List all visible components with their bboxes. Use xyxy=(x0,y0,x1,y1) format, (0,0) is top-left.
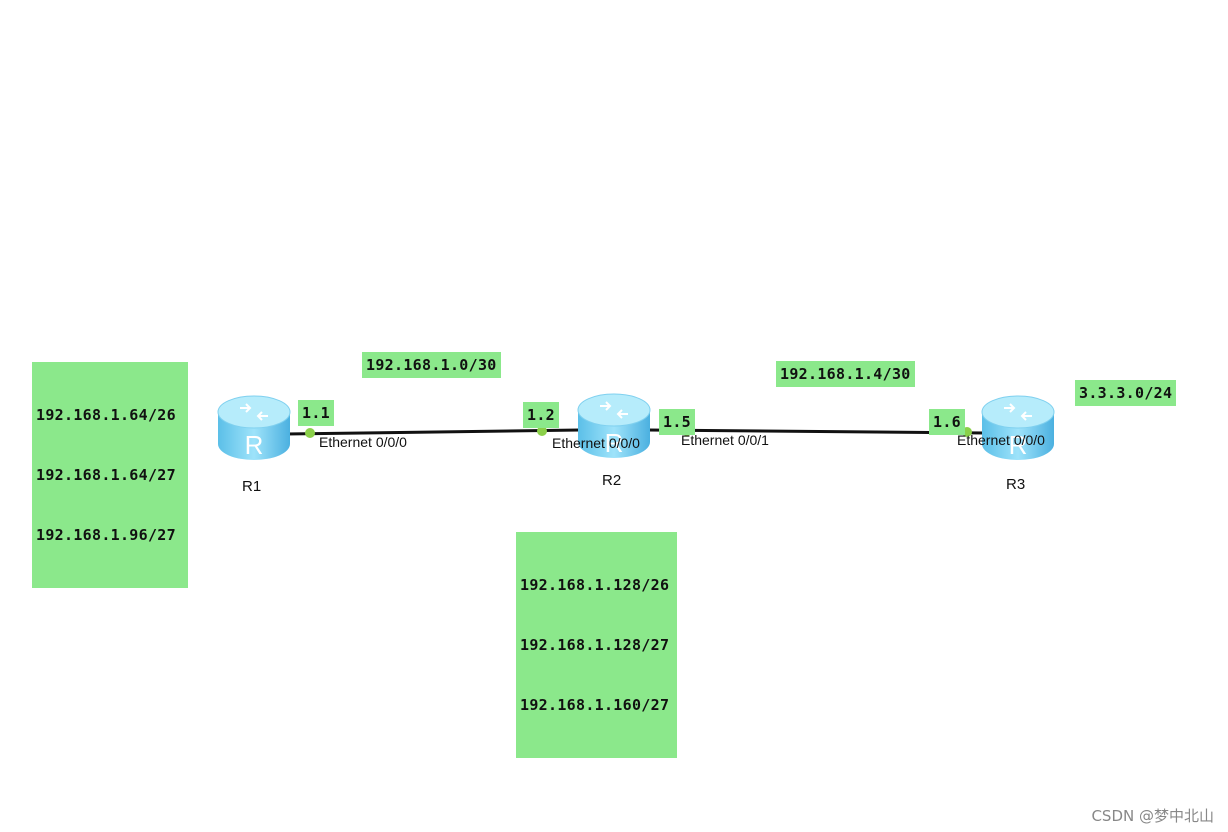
r2-network-2: 192.168.1.128/27 xyxy=(520,636,670,654)
r2-network-1: 192.168.1.128/26 xyxy=(520,576,670,594)
r1-ip-label: 1.1 xyxy=(298,400,334,426)
router-r3-icon[interactable]: R xyxy=(980,394,1056,464)
link-r1-r2[interactable] xyxy=(285,428,581,436)
r2-e000-interface-label: Ethernet 0/0/0 xyxy=(552,435,640,451)
router-r3-name: R3 xyxy=(1006,476,1026,493)
link1-subnet-label: 192.168.1.0/30 xyxy=(362,352,501,378)
link2-subnet-label: 192.168.1.4/30 xyxy=(776,361,915,387)
link-r2-r3[interactable] xyxy=(647,428,986,435)
port-dot-r1-e000 xyxy=(305,428,315,438)
router-r1-name: R1 xyxy=(242,478,262,495)
r1-network-1: 192.168.1.64/26 xyxy=(36,406,176,424)
svg-text:R: R xyxy=(1009,430,1028,460)
router-r1-icon[interactable]: R xyxy=(216,394,292,464)
r2-networks-box: 192.168.1.128/26 192.168.1.128/27 192.16… xyxy=(516,532,678,758)
r1-networks-box: 192.168.1.64/26 192.168.1.64/27 192.168.… xyxy=(32,362,188,588)
r2-ip-e001-label: 1.5 xyxy=(659,409,695,435)
port-dot-r2-e000 xyxy=(537,426,547,436)
r3-ip-label: 1.6 xyxy=(929,409,965,435)
r2-network-3: 192.168.1.160/27 xyxy=(520,696,670,714)
r2-ip-e000-label: 1.2 xyxy=(523,402,559,428)
r1-interface-label: Ethernet 0/0/0 xyxy=(319,434,407,450)
r3-interface-label: Ethernet 0/0/0 xyxy=(957,432,1045,448)
watermark: CSDN @梦中北山 xyxy=(1091,807,1214,825)
port-dot-r3-e000 xyxy=(962,427,972,437)
r1-network-3: 192.168.1.96/27 xyxy=(36,526,176,544)
r2-e001-interface-label: Ethernet 0/0/1 xyxy=(681,432,769,448)
r1-network-2: 192.168.1.64/27 xyxy=(36,466,176,484)
r3-network-label: 3.3.3.0/24 xyxy=(1075,380,1177,406)
router-r2-name: R2 xyxy=(602,472,622,489)
svg-text:R: R xyxy=(605,428,624,458)
router-r2-icon[interactable]: R xyxy=(576,392,652,462)
svg-text:R: R xyxy=(245,430,264,460)
